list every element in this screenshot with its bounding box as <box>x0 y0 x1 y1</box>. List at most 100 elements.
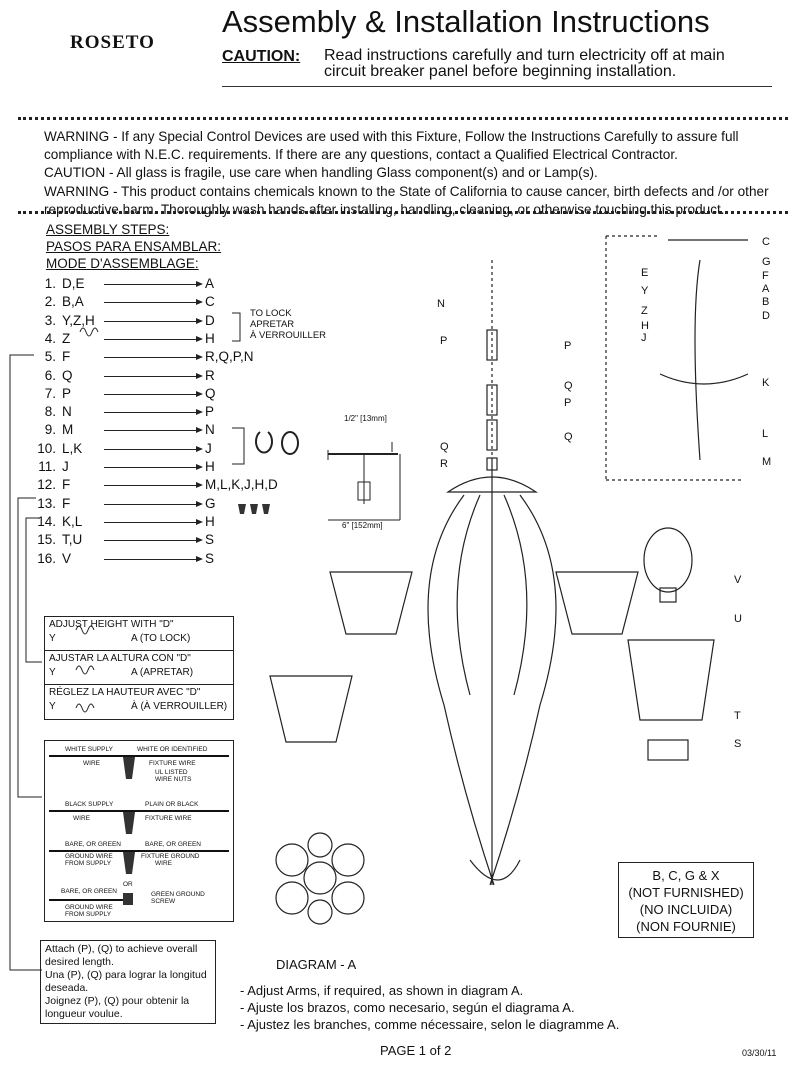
step-to: C <box>205 294 215 310</box>
step-from: F <box>62 349 71 365</box>
adjust-y-es: Y <box>49 667 56 678</box>
arrow-head-icon <box>196 317 203 324</box>
revision-date: 03/30/11 <box>742 1048 777 1058</box>
wiring-white-supply: WHITE SUPPLY <box>65 746 113 753</box>
arrow-head-icon <box>196 427 203 434</box>
adjust-en-row: A (TO LOCK) <box>131 633 191 644</box>
step-to: S <box>205 532 215 548</box>
part-label-c: C <box>762 236 770 248</box>
wiring-wire-3: WIRE <box>155 860 172 867</box>
part-label-z: Z <box>641 305 648 317</box>
step-arrow <box>104 338 200 340</box>
step-arrow <box>104 357 200 359</box>
step-number: 10. <box>37 440 56 456</box>
caution-text: Read instructions carefully and turn ele… <box>324 47 725 80</box>
brand-logo: ROSETO <box>70 32 155 53</box>
arrow-head-icon <box>196 464 203 470</box>
step-to: P <box>205 404 215 420</box>
adjust-fr-row: À (À VERROUILLER) <box>131 701 228 712</box>
part-label-p2: P <box>564 340 572 352</box>
star-divider-bottom <box>18 211 788 218</box>
arrow-head-icon <box>196 390 203 397</box>
caution-label: CAUTION: <box>222 48 301 65</box>
step-arrow <box>104 467 200 468</box>
step-arrow <box>104 521 200 523</box>
step-number: 4. <box>44 330 56 346</box>
part-label-d: D <box>762 310 770 322</box>
adjust-y-fr: Y <box>49 701 56 712</box>
step-from: Y,Z,H <box>62 312 95 328</box>
to-lock-fr: À VERROUILLER <box>250 330 327 341</box>
wiring-plain-black: PLAIN OR BLACK <box>145 801 199 808</box>
arrow-head-icon <box>196 335 203 342</box>
steps-heading-fr: MODE D'ASSEMBLAGE: <box>46 256 199 271</box>
step-arrow <box>104 448 200 450</box>
part-label-q3: Q <box>564 431 573 443</box>
wiring-screw: SCREW <box>151 898 176 905</box>
step-from: M <box>62 422 74 438</box>
wiring-black-supply: BLACK SUPPLY <box>65 801 114 808</box>
step-to: H <box>205 330 215 346</box>
wiring-wire-2: WIRE <box>73 815 90 822</box>
wiring-wire-nuts: WIRE NUTS <box>155 776 192 783</box>
step-from: L,K <box>62 440 83 456</box>
step-to: D <box>205 312 215 328</box>
step-number: 14. <box>37 513 56 529</box>
step-to: G <box>205 495 216 511</box>
arrow-head-icon <box>196 482 203 489</box>
wiring-ground-wire-2: GROUND WIRE <box>65 904 113 911</box>
step-number: 2. <box>44 294 56 310</box>
star-divider-top <box>18 117 788 124</box>
step-to: N <box>205 422 215 438</box>
diagram-label: DIAGRAM - A <box>276 957 357 972</box>
step-from: P <box>62 385 72 401</box>
step-arrow <box>104 558 200 560</box>
step-number: 15. <box>37 532 56 548</box>
step-arrow <box>104 540 200 542</box>
wiring-bare-green-3: BARE, OR GREEN <box>61 888 117 895</box>
part-label-t: T <box>734 710 741 722</box>
arrow-head-icon <box>196 555 203 562</box>
wiring-ul-listed: UL LISTED <box>155 769 188 776</box>
step-arrow <box>104 284 200 285</box>
part-label-r: R <box>440 458 448 470</box>
part-label-a: A <box>762 283 770 295</box>
part-label-j: J <box>641 332 647 344</box>
step-from: N <box>62 404 72 420</box>
caution-glass: CAUTION - All glass is fragile, use care… <box>44 165 598 181</box>
to-lock-es: APRETAR <box>250 319 295 330</box>
not-furnished-parts: B, C, G & X <box>652 868 720 883</box>
wire-lines <box>49 755 229 905</box>
wiring-fixture-wire-2: FIXTURE WIRE <box>145 815 192 822</box>
six-inch-label: 6" [152mm] <box>342 521 383 530</box>
step-from: B,A <box>62 294 84 310</box>
wiring-from-supply-2: FROM SUPPLY <box>65 911 112 918</box>
step-number: 1. <box>44 276 56 291</box>
wiring-bare-green-2: BARE, OR GREEN <box>145 841 201 848</box>
step-to: Q <box>205 385 216 401</box>
step-number: 13. <box>37 495 56 511</box>
adjust-es-row: A (APRETAR) <box>131 667 194 678</box>
socket-measure-diagram <box>327 442 401 521</box>
arrow-head-icon <box>196 299 203 306</box>
arrow-head-icon <box>196 445 203 452</box>
adjust-fr: RÉGLEZ LA HAUTEUR AVEC "D" <box>49 687 201 698</box>
arrow-head-icon <box>196 354 203 361</box>
not-furnished-box: B, C, G & X (NOT FURNISHED) (NO INCLUIDA… <box>618 862 754 938</box>
step-number: 12. <box>37 477 56 493</box>
page-number: PAGE 1 of 2 <box>380 1043 452 1058</box>
adjust-en: ADJUST HEIGHT WITH "D" <box>49 619 174 630</box>
step-from: K,L <box>62 513 83 529</box>
adjust-height-box: ADJUST HEIGHT WITH "D" Y A (TO LOCK) AJU… <box>44 616 234 720</box>
step-number: 16. <box>37 550 56 566</box>
step-from: Z <box>62 330 71 346</box>
not-furnished-en: (NOT FURNISHED) <box>628 885 744 900</box>
arrow-head-icon <box>196 537 203 544</box>
to-lock-note: TO LOCK APRETAR À VERROUILLER <box>250 308 326 341</box>
wiring-green-ground: GREEN GROUND <box>151 891 205 898</box>
part-label-v: V <box>734 574 742 586</box>
adjust-y-en: Y <box>49 633 56 644</box>
step-from: V <box>62 550 72 566</box>
adjust-arms-fr: - Ajustez les branches, comme nécessaire… <box>240 1017 620 1032</box>
